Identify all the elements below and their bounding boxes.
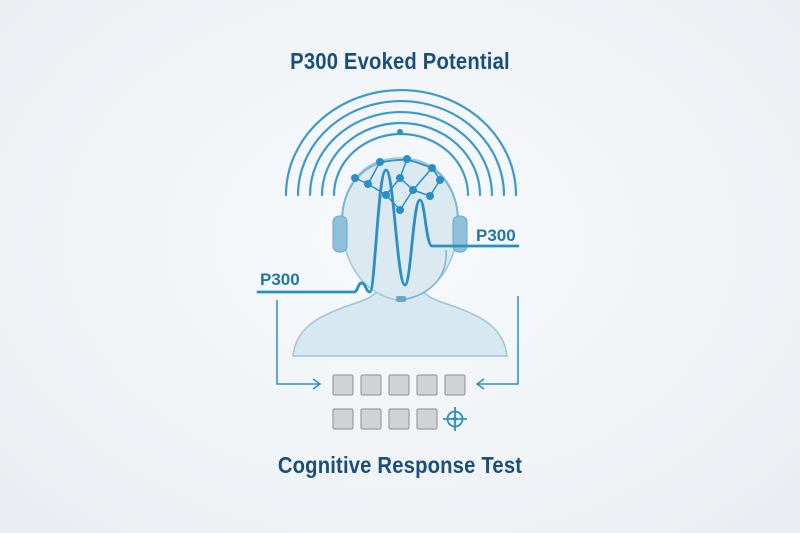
diagram-subtitle: Cognitive Response Test — [277, 452, 523, 478]
p300-waveform — [256, 168, 520, 294]
stimulus-tile — [416, 374, 438, 396]
arrow-left-icon — [475, 296, 519, 390]
stimulus-grid — [332, 374, 466, 430]
crosshair-target-icon — [443, 407, 467, 431]
p300-label-right: P300 — [476, 226, 516, 245]
microphone-icon — [396, 249, 447, 302]
arrow-right-icon — [276, 300, 322, 390]
stimulus-tile — [388, 408, 410, 430]
arc-dot — [397, 129, 403, 135]
stimulus-tile — [360, 374, 382, 396]
stimulus-tile — [444, 374, 466, 396]
diagram-title: P300 Evoked Potential — [290, 48, 510, 74]
sound-arc-icon — [284, 88, 518, 197]
stimulus-tile — [388, 374, 410, 396]
stimulus-tile — [360, 408, 382, 430]
neural-network-nodes — [351, 155, 444, 214]
stimulus-tile — [332, 408, 354, 430]
stimulus-tile — [332, 374, 354, 396]
stimulus-tile — [416, 408, 438, 430]
p300-label-left: P300 — [260, 270, 300, 289]
